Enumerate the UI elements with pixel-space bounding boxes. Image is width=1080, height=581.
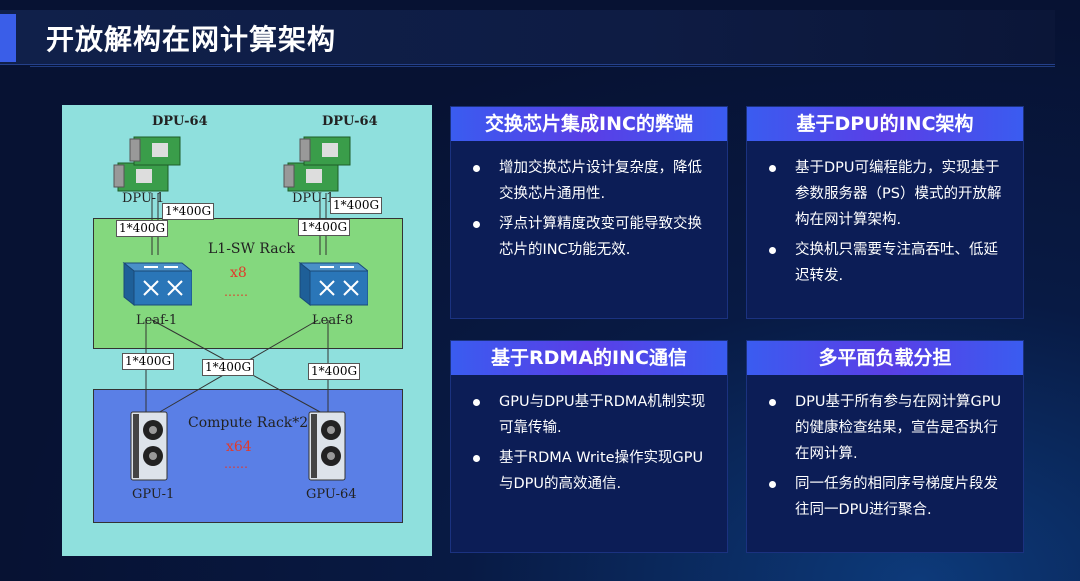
switch-icon: [122, 261, 192, 307]
bullet-dot-icon: [473, 399, 480, 406]
card-bullets: 增加交换芯片设计复杂度，降低交换芯片通用性. 浮点计算精度改变可能导致交换芯片的…: [473, 155, 711, 267]
dpu-card-icon: [113, 136, 181, 192]
gpu-right-label: GPU-64: [306, 487, 357, 502]
gpu-icon: [130, 411, 168, 481]
rack-multiplier: x8: [230, 265, 247, 281]
bullet-dot-icon: [769, 399, 776, 406]
compute-rack: [93, 389, 403, 523]
bullet-item: 基于DPU可编程能力，实现基于参数服务器（PS）模式的开放解构在网计算架构.: [769, 155, 1007, 233]
bullet-item: 交换机只需要专注高吞吐、低延迟转发.: [769, 237, 1007, 289]
card-title: 交换芯片集成INC的弊端: [451, 107, 727, 141]
title-accent: [0, 14, 16, 62]
bullet-dot-icon: [473, 165, 480, 172]
bullet-dot-icon: [473, 455, 480, 462]
compute-multiplier: x64: [226, 439, 252, 455]
link-label: 1*400G: [122, 353, 175, 370]
card-switch-inc-drawbacks: 交换芯片集成INC的弊端 增加交换芯片设计复杂度，降低交换芯片通用性. 浮点计算…: [450, 106, 728, 319]
dpu-top-right-label: DPU-64: [322, 114, 378, 129]
bullet-dot-icon: [769, 481, 776, 488]
leaf-left-label: Leaf-1: [136, 313, 178, 328]
card-bullets: GPU与DPU基于RDMA机制实现可靠传输. 基于RDMA Write操作实现G…: [473, 389, 711, 501]
link-label: 1*400G: [162, 203, 215, 220]
card-title: 基于RDMA的INC通信: [451, 341, 727, 375]
compute-rack-label: Compute Rack*2: [188, 415, 309, 431]
page-title: 开放解构在网计算架构: [46, 23, 337, 56]
title-divider: [30, 66, 1055, 67]
card-rdma-inc-communication: 基于RDMA的INC通信 GPU与DPU基于RDMA机制实现可靠传输. 基于RD…: [450, 340, 728, 553]
architecture-diagram: DPU-64 DPU-1 DPU-64 DPU-1 1*400G 1*400G …: [62, 105, 432, 556]
card-bullets: 基于DPU可编程能力，实现基于参数服务器（PS）模式的开放解构在网计算架构. 交…: [769, 155, 1007, 293]
card-title: 多平面负载分担: [747, 341, 1023, 375]
switch-icon: [298, 261, 368, 307]
bullet-item: DPU基于所有参与在网计算GPU的健康检查结果，宣告是否执行在网计算.: [769, 389, 1007, 467]
rack-label: L1-SW Rack: [208, 241, 295, 257]
leaf-right-label: Leaf-8: [312, 313, 354, 328]
link-label: 1*400G: [330, 197, 383, 214]
bullet-item: 基于RDMA Write操作实现GPU与DPU的高效通信.: [473, 445, 711, 497]
dpu-card-icon: [283, 136, 351, 192]
compute-dots: ……: [224, 457, 248, 471]
bullet-dot-icon: [769, 165, 776, 172]
bullet-item: 浮点计算精度改变可能导致交换芯片的INC功能无效.: [473, 211, 711, 263]
bullet-dot-icon: [769, 247, 776, 254]
link-label: 1*400G: [202, 359, 255, 376]
card-title: 基于DPU的INC架构: [747, 107, 1023, 141]
dpu-left-partial-label: DPU-1: [122, 191, 165, 206]
bullet-dot-icon: [473, 221, 480, 228]
gpu-icon: [308, 411, 346, 481]
title-bar: [0, 10, 1055, 65]
link-label: 1*400G: [116, 220, 169, 237]
dpu-right-partial-label: DPU-1: [292, 191, 335, 206]
bullet-item: 同一任务的相同序号梯度片段发往同一DPU进行聚合.: [769, 471, 1007, 523]
link-label: 1*400G: [308, 363, 361, 380]
bullet-item: GPU与DPU基于RDMA机制实现可靠传输.: [473, 389, 711, 441]
card-bullets: DPU基于所有参与在网计算GPU的健康检查结果，宣告是否执行在网计算. 同一任务…: [769, 389, 1007, 527]
card-multi-plane-load-sharing: 多平面负载分担 DPU基于所有参与在网计算GPU的健康检查结果，宣告是否执行在网…: [746, 340, 1024, 553]
bullet-item: 增加交换芯片设计复杂度，降低交换芯片通用性.: [473, 155, 711, 207]
rack-dots: ……: [224, 285, 248, 299]
gpu-left-label: GPU-1: [132, 487, 175, 502]
link-label: 1*400G: [298, 219, 351, 236]
dpu-top-left-label: DPU-64: [152, 114, 208, 129]
card-dpu-inc-architecture: 基于DPU的INC架构 基于DPU可编程能力，实现基于参数服务器（PS）模式的开…: [746, 106, 1024, 319]
